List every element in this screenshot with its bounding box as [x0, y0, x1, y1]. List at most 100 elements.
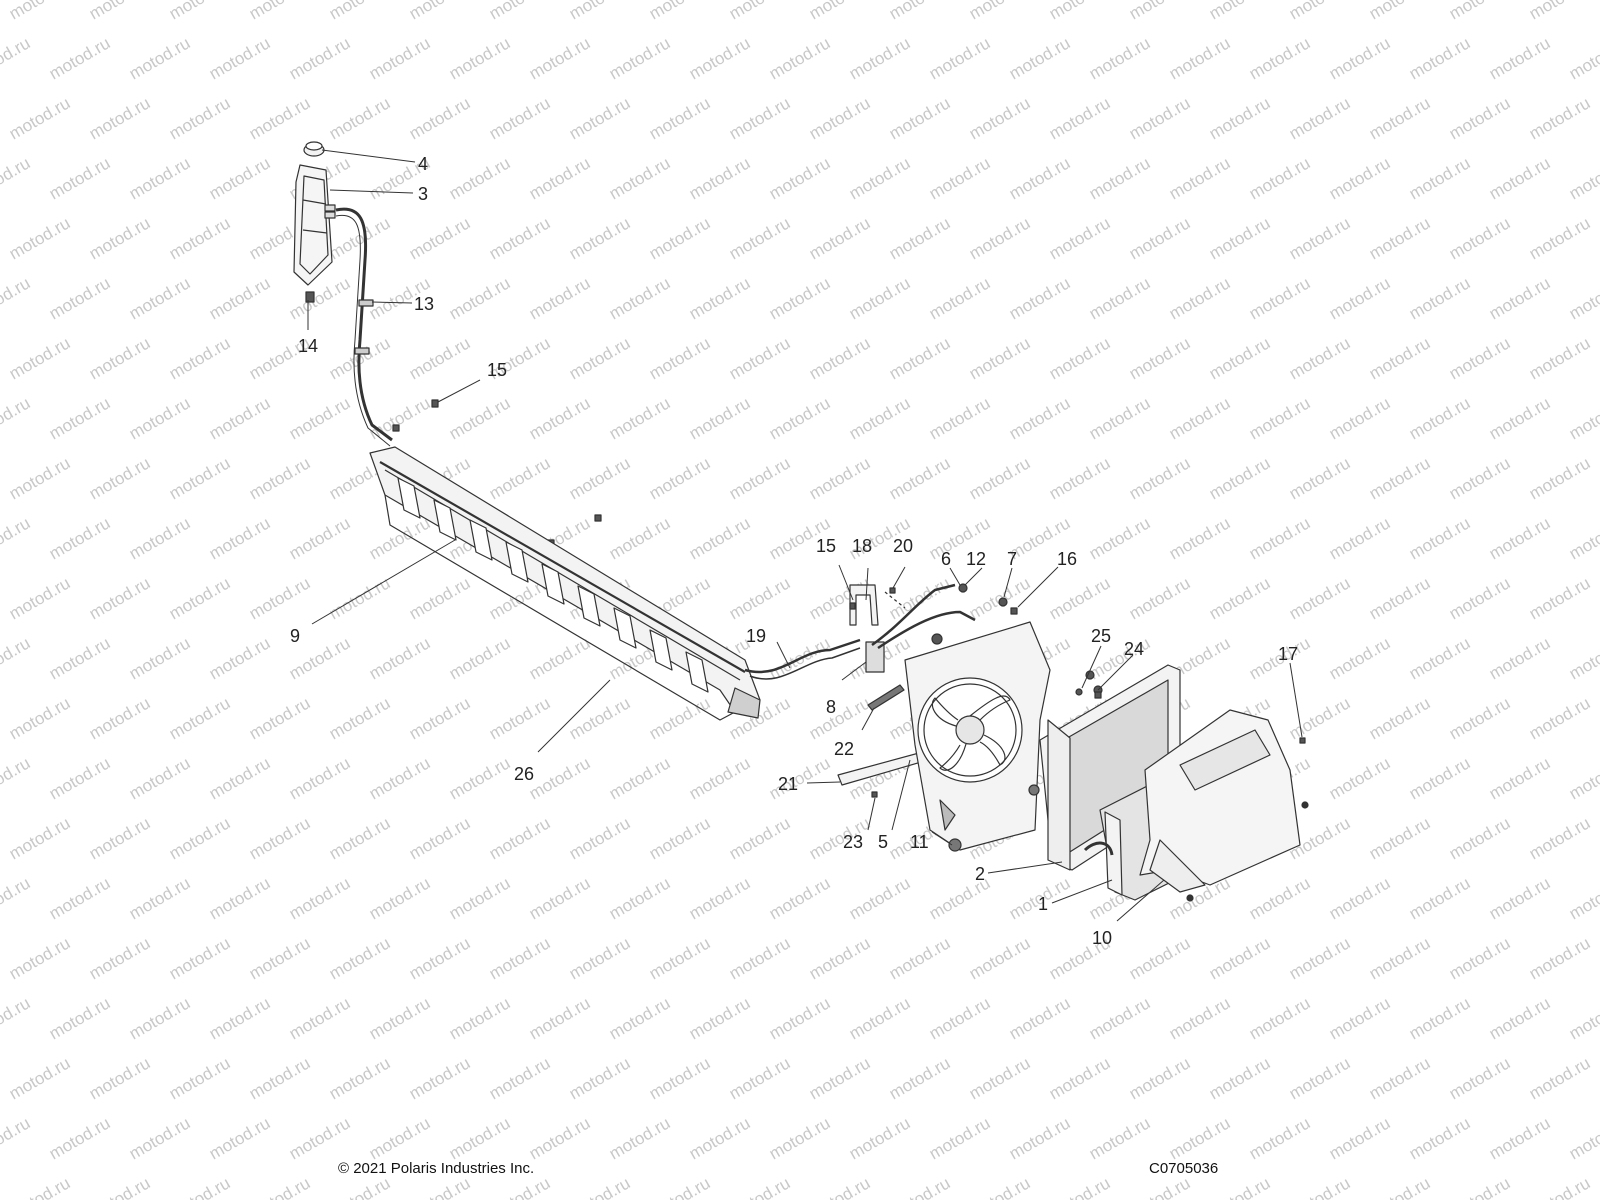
watermark-text: motod.ru [526, 1113, 594, 1163]
watermark-text: motod.ru [326, 1053, 394, 1103]
watermark-text: motod.ru [286, 393, 354, 443]
watermark-text: motod.ru [6, 93, 74, 143]
watermark-text: motod.ru [1486, 393, 1554, 443]
watermark-text: motod.ru [606, 873, 674, 923]
watermark-text: motod.ru [326, 573, 394, 623]
watermark-text: motod.ru [1566, 33, 1600, 83]
watermark-text: motod.ru [1446, 573, 1514, 623]
watermark-text: motod.ru [206, 873, 274, 923]
watermark-text: motod.ru [326, 0, 394, 23]
callout-4: 4 [418, 154, 428, 174]
watermark-text: motod.ru [686, 1113, 754, 1163]
watermark-text: motod.ru [1206, 453, 1274, 503]
watermark-text: motod.ru [1246, 393, 1314, 443]
watermark-text: motod.ru [0, 633, 33, 683]
watermark-text: motod.ru [86, 933, 154, 983]
callout-1: 1 [1038, 894, 1048, 914]
watermark-text: motod.ru [966, 0, 1034, 23]
watermark-text: motod.ru [686, 993, 754, 1043]
cable-strap [867, 684, 905, 711]
watermark-text: motod.ru [1166, 273, 1234, 323]
watermark-text: motod.ru [366, 513, 434, 563]
watermark-text: motod.ru [1366, 1173, 1434, 1200]
watermark-text: motod.ru [1486, 33, 1554, 83]
callout-labels: 4 3 13 14 15 9 26 15 18 20 6 12 7 16 19 … [290, 154, 1298, 948]
watermark-text: motod.ru [166, 693, 234, 743]
watermark-text: motod.ru [1126, 1053, 1194, 1103]
watermark-text: motod.ru [1246, 513, 1314, 563]
watermark-text: motod.ru [1406, 633, 1474, 683]
watermark-text: motod.ru [46, 273, 114, 323]
copyright-text: © 2021 Polaris Industries Inc. [338, 1160, 535, 1177]
callout-13: 13 [414, 294, 434, 314]
watermark-text: motod.ru [926, 33, 994, 83]
watermark-text: motod.ru [1206, 573, 1274, 623]
watermark-text: motod.ru [86, 1173, 154, 1200]
watermark-text: motod.ru [0, 33, 33, 83]
watermark-text: motod.ru [1126, 0, 1194, 23]
watermark-text: motod.ru [406, 1053, 474, 1103]
watermark-text: motod.ru [446, 393, 514, 443]
watermark-text: motod.ru [6, 1053, 74, 1103]
watermark-text: motod.ru [886, 453, 954, 503]
watermark-text: motod.ru [526, 33, 594, 83]
watermark-text: motod.ru [806, 213, 874, 263]
watermark-text: motod.ru [406, 813, 474, 863]
watermark-text: motod.ru [1286, 333, 1354, 383]
watermark-text: motod.ru [806, 0, 874, 23]
watermark-text: motod.ru [1526, 933, 1594, 983]
watermark-text: motod.ru [646, 1173, 714, 1200]
watermark-text: motod.ru [446, 33, 514, 83]
watermark-text: motod.ru [1366, 1053, 1434, 1103]
watermark-text: motod.ru [846, 393, 914, 443]
watermark-text: motod.ru [566, 693, 634, 743]
watermark-text: motod.ru [1566, 393, 1600, 443]
watermark-text: motod.ru [6, 813, 74, 863]
watermark-text: motod.ru [1126, 213, 1194, 263]
watermark-text: motod.ru [46, 753, 114, 803]
watermark-text: motod.ru [1406, 873, 1474, 923]
watermark-text: motod.ru [966, 573, 1034, 623]
watermark-text: motod.ru [1166, 153, 1234, 203]
watermark-text: motod.ru [1366, 813, 1434, 863]
watermark-text: motod.ru [366, 1113, 434, 1163]
watermark-text: motod.ru [1286, 0, 1354, 23]
watermark-text: motod.ru [926, 1113, 994, 1163]
watermark-text: motod.ru [966, 453, 1034, 503]
watermark-text: motod.ru [966, 1053, 1034, 1103]
watermark-text: motod.ru [606, 1113, 674, 1163]
watermark-text: motod.ru [1286, 213, 1354, 263]
watermark-text: motod.ru [886, 933, 954, 983]
watermark-text: motod.ru [1486, 513, 1554, 563]
watermark-text: motod.ru [1406, 993, 1474, 1043]
watermark-text: motod.ru [1046, 1053, 1114, 1103]
watermark-text: motod.ru [766, 753, 834, 803]
watermark-text: motod.ru [726, 213, 794, 263]
watermark-text: motod.ru [806, 93, 874, 143]
watermark-text: motod.ru [126, 993, 194, 1043]
watermark-text: motod.ru [366, 873, 434, 923]
watermark-text: motod.ru [1086, 273, 1154, 323]
watermark-text: motod.ru [126, 273, 194, 323]
watermark-text: motod.ru [1486, 273, 1554, 323]
watermark-text: motod.ru [526, 993, 594, 1043]
watermark-text: motod.ru [806, 333, 874, 383]
watermark-text: motod.ru [486, 1173, 554, 1200]
callout-23: 23 [843, 832, 863, 852]
watermark-text: motod.ru [646, 0, 714, 23]
callout-3: 3 [418, 184, 428, 204]
watermark-text: motod.ru [1366, 573, 1434, 623]
watermark-text: motod.ru [646, 813, 714, 863]
watermark-text: motod.ru [46, 513, 114, 563]
watermark-text: motod.ru [1366, 693, 1434, 743]
watermark-text: motod.ru [1126, 573, 1194, 623]
overflow-hose [335, 207, 393, 442]
watermark-text: motod.ru [526, 273, 594, 323]
watermark-text: motod.ru [846, 153, 914, 203]
watermark-text: motod.ru [46, 393, 114, 443]
watermark-text: motod.ru [1206, 933, 1274, 983]
watermark-text: motod.ru [406, 573, 474, 623]
watermark-text: motod.ru [526, 873, 594, 923]
watermark-text: motod.ru [646, 93, 714, 143]
